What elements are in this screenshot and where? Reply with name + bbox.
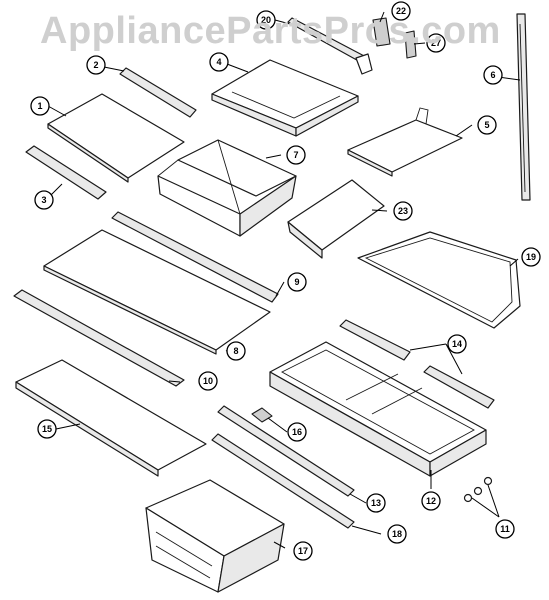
part-18-slide-rail[interactable] xyxy=(211,433,355,529)
part-7-small-drawer[interactable] xyxy=(157,139,297,237)
part-19-wire-frame[interactable] xyxy=(357,231,521,329)
callout-label: 7 xyxy=(293,150,298,160)
part-10-long-rod[interactable] xyxy=(13,289,185,387)
part-14-crisper-trim[interactable] xyxy=(339,319,495,409)
callout-label: 14 xyxy=(452,339,462,349)
part-16-bracket[interactable] xyxy=(251,407,273,423)
callout-label: 11 xyxy=(500,524,510,534)
part-20-rail[interactable] xyxy=(287,17,373,75)
callout-13[interactable]: 13 xyxy=(366,493,386,513)
part-5-wire-shelf[interactable] xyxy=(347,107,463,177)
callout-label: 20 xyxy=(261,15,271,25)
callout-5[interactable]: 5 xyxy=(477,115,497,135)
callout-15[interactable]: 15 xyxy=(37,419,57,439)
callout-label: 3 xyxy=(41,195,46,205)
callout-label: 27 xyxy=(431,38,441,48)
callout-label: 15 xyxy=(42,424,52,434)
callout-14[interactable]: 14 xyxy=(447,334,467,354)
part-22-bracket[interactable] xyxy=(372,17,391,47)
part-3-shelf-rod[interactable] xyxy=(25,145,107,200)
callout-label: 5 xyxy=(484,120,489,130)
callout-label: 6 xyxy=(490,70,495,80)
callout-label: 22 xyxy=(396,6,406,16)
callout-9[interactable]: 9 xyxy=(287,272,307,292)
callout-label: 4 xyxy=(216,57,221,67)
part-4-shelf-frame[interactable] xyxy=(211,59,359,137)
callout-label: 12 xyxy=(426,496,436,506)
callout-3[interactable]: 3 xyxy=(34,190,54,210)
callout-label: 13 xyxy=(371,498,381,508)
part-11-screws[interactable] xyxy=(463,476,493,503)
callout-11[interactable]: 11 xyxy=(495,519,515,539)
callout-label: 10 xyxy=(203,376,213,386)
callout-17[interactable]: 17 xyxy=(293,541,313,561)
callout-label: 19 xyxy=(526,252,536,262)
callout-19[interactable]: 19 xyxy=(521,247,541,267)
callout-label: 16 xyxy=(292,427,302,437)
callout-label: 18 xyxy=(392,529,402,539)
callout-10[interactable]: 10 xyxy=(198,371,218,391)
callout-6[interactable]: 6 xyxy=(483,65,503,85)
callout-12[interactable]: 12 xyxy=(421,491,441,511)
callout-1[interactable]: 1 xyxy=(30,96,50,116)
callout-7[interactable]: 7 xyxy=(286,145,306,165)
callout-20[interactable]: 20 xyxy=(256,10,276,30)
callout-16[interactable]: 16 xyxy=(287,422,307,442)
part-12-crisper-frame[interactable] xyxy=(269,341,487,477)
part-8-large-glass-shelf[interactable] xyxy=(43,229,271,355)
callout-27[interactable]: 27 xyxy=(426,33,446,53)
part-17-bottom-drawer[interactable] xyxy=(145,479,285,593)
callout-label: 2 xyxy=(93,60,98,70)
callout-label: 17 xyxy=(298,546,308,556)
part-23-drawer-support[interactable] xyxy=(287,179,385,259)
callout-2[interactable]: 2 xyxy=(86,55,106,75)
part-2-glass-trim[interactable] xyxy=(119,67,197,118)
part-15-crisper-cover[interactable] xyxy=(15,359,207,477)
callout-label: 1 xyxy=(37,101,42,111)
part-27-clip[interactable] xyxy=(404,30,417,59)
callout-4[interactable]: 4 xyxy=(209,52,229,72)
callout-label: 9 xyxy=(294,277,299,287)
part-1-glass-shelf[interactable] xyxy=(47,93,185,183)
callout-label: 8 xyxy=(233,346,238,356)
callout-18[interactable]: 18 xyxy=(387,524,407,544)
callout-8[interactable]: 8 xyxy=(226,341,246,361)
part-9-shelf-trim[interactable] xyxy=(111,211,279,303)
part-6-shelf-rail[interactable] xyxy=(516,13,531,201)
part-13-slide-rail[interactable] xyxy=(217,405,355,497)
callout-label: 23 xyxy=(398,206,408,216)
callout-22[interactable]: 22 xyxy=(391,1,411,21)
callout-23[interactable]: 23 xyxy=(393,201,413,221)
